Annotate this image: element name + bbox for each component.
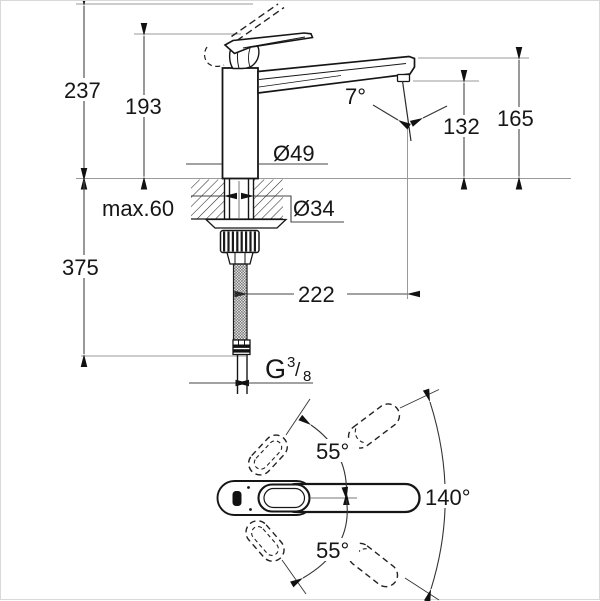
dim-diameter-49: Ø49 <box>273 141 315 166</box>
dim-375: 375 <box>62 255 99 280</box>
label-bg <box>121 95 167 117</box>
lever-blade-contour <box>242 36 306 49</box>
cartridge-slot <box>232 491 242 506</box>
dim-55-upper: 55° <box>316 439 349 464</box>
dim-thread-g38: G 3 / 8 <box>265 354 311 385</box>
aerator <box>396 73 411 83</box>
body-column <box>221 67 259 180</box>
plan-dot-top <box>247 486 250 489</box>
dim-237: 237 <box>64 78 101 103</box>
plan-dot-bottom <box>249 508 252 511</box>
lever-raised-dashed <box>203 3 285 67</box>
counter-hatch-right <box>253 179 283 219</box>
dim-55-lower: 55° <box>316 538 349 563</box>
label-bg <box>439 115 488 137</box>
reference-lines <box>76 3 571 357</box>
dim-angle-7: 7° <box>345 84 366 109</box>
label-bg <box>61 78 108 101</box>
label-bg <box>59 255 106 278</box>
spout-contour-1 <box>258 63 407 80</box>
label-bg <box>313 439 359 462</box>
dim-132: 132 <box>443 114 480 139</box>
dim-diameter-34: Ø34 <box>293 196 335 221</box>
g38-letter: G <box>265 354 286 384</box>
water-stream-line <box>401 80 412 142</box>
dim-max-60: max.60 <box>102 196 174 221</box>
spout-contour-2 <box>258 75 342 88</box>
dim-193: 193 <box>125 94 162 119</box>
hose-connector <box>232 339 251 356</box>
dim-222: 222 <box>298 282 335 307</box>
faucet-body <box>203 3 416 180</box>
top-view: 55° 55° 140° <box>216 388 482 601</box>
g38-denominator: 8 <box>303 368 311 385</box>
label-bg <box>313 538 359 561</box>
countertop-section <box>191 179 283 220</box>
handle-position-upper-left <box>247 434 289 476</box>
below-deck-assembly <box>204 179 288 394</box>
faucet-plan <box>216 480 421 516</box>
dimension-lines <box>80 1 523 387</box>
g38-numerator: 3 <box>287 354 295 371</box>
dimension-labels: 237 193 132 165 375 222 max.60 Ø49 Ø34 7… <box>59 78 542 385</box>
dim-140: 140° <box>425 485 471 510</box>
counter-hatch-left <box>191 179 225 219</box>
label-bg <box>294 283 347 305</box>
dim-165: 165 <box>497 106 534 131</box>
mounting-nut <box>219 229 260 254</box>
side-view: 237 193 132 165 375 222 max.60 Ø49 Ø34 7… <box>59 1 571 394</box>
supply-hose <box>232 263 248 341</box>
nut-hex <box>226 251 254 265</box>
g38-slash: / <box>295 360 301 381</box>
handle-position-lower-left <box>245 520 285 562</box>
spout <box>257 55 416 94</box>
shank <box>223 179 255 219</box>
label-bg <box>493 107 542 129</box>
angle-labels: 55° 55° 140° <box>313 439 482 563</box>
label-bg <box>422 484 482 508</box>
escutcheon-flange <box>204 218 288 229</box>
angle-7-leaders <box>372 104 448 130</box>
